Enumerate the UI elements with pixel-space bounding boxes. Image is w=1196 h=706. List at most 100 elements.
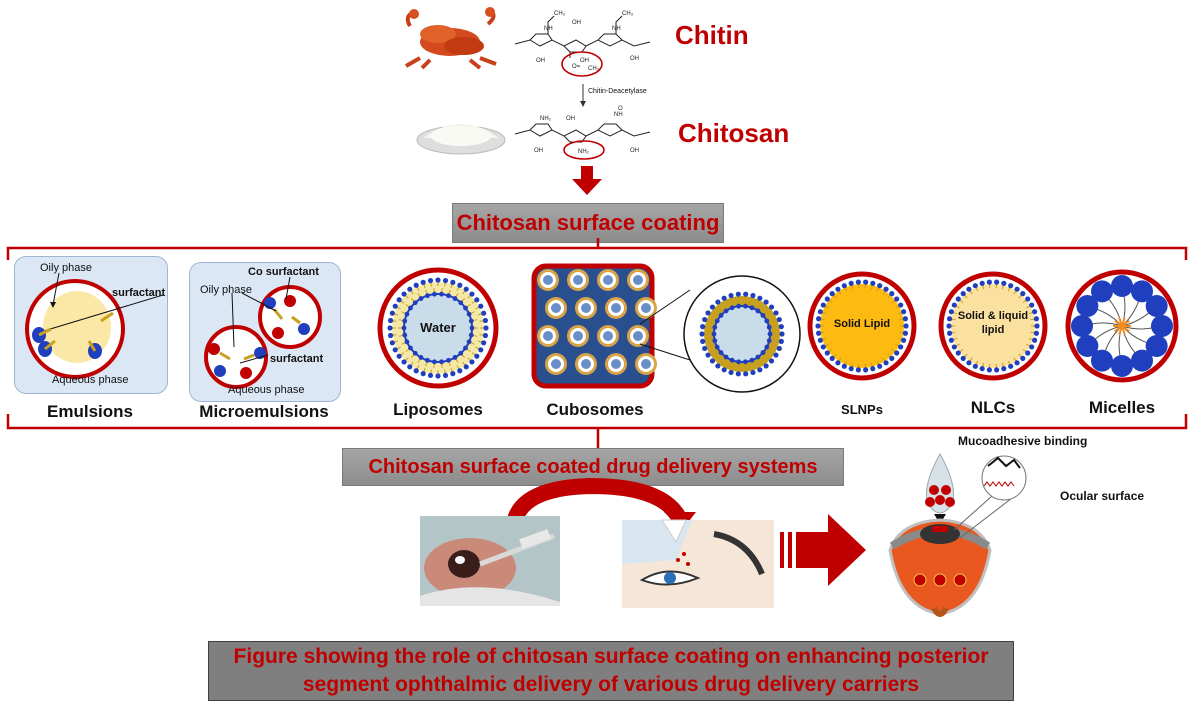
lipid-head [829,355,835,361]
lipid-head [820,344,826,350]
lipid-head [901,337,907,343]
lipid-head [816,330,822,336]
svg-text:OH: OH [536,58,545,64]
lipid-head [764,318,770,324]
lipid-head [439,291,444,297]
lipid-head [757,295,763,301]
lipid-head [1001,280,1007,286]
micelle-head [1131,349,1153,372]
big-right-arrow [780,514,866,586]
svg-text:CH₃: CH₃ [622,11,634,17]
micelle-diagram [1064,268,1180,384]
lipid-head [1008,363,1014,369]
lipid-head [700,338,706,344]
micelle-head [1076,335,1099,357]
micelle-head [1076,295,1099,317]
svg-text:OH: OH [580,58,589,64]
lipid-head [760,313,766,318]
lipid-head [442,372,449,379]
lipid-head [446,357,451,363]
lipid-head [889,291,895,297]
lipid-head [947,316,953,322]
lipid-head [728,292,734,299]
nlc-core-label-2: lipid [981,324,1005,336]
svg-text:OH: OH [572,20,581,26]
lipid-head [468,318,474,324]
lipid-head [1029,302,1035,308]
lipid-head [435,277,441,283]
lipid-head [863,279,869,285]
lipid-head [817,337,823,343]
svg-text:NH₂: NH₂ [540,116,552,122]
lipid-head [902,330,908,336]
lipid-head [469,359,475,365]
lipid-head [1025,350,1031,356]
micelle-head [1145,295,1168,317]
lipid-head [951,344,957,350]
lipid-head [482,317,489,324]
micelle-head [1151,315,1173,337]
lipid-head [966,360,972,366]
slnp-diagram [806,270,918,382]
lipid-head [420,371,426,377]
lipid-head [432,359,437,365]
lipid-head [960,291,966,297]
lipid-head [700,324,706,330]
lipid-head [723,354,729,360]
lipid-head [835,286,841,292]
lipid-head [418,296,424,301]
lipid-head [466,311,472,317]
cubosomes-label: Cubosomes [546,400,644,419]
lipid-head [894,350,900,356]
lipid-head [883,360,889,366]
lipid-head [972,283,978,289]
lipid-head [742,303,748,309]
micelle-head [1091,349,1113,372]
lipid-head [435,373,441,379]
svg-text:CH₃: CH₃ [554,11,566,17]
cubosome-zoom [682,274,802,394]
coating-banner: Chitosan surface coating [452,203,724,243]
microemulsions-oily-phase: Oily phase [200,284,252,296]
lipid-head [389,340,395,346]
lipid-head [478,347,484,353]
lipid-head [474,353,480,359]
lipid-head [478,303,484,309]
svg-text:OH: OH [566,116,575,122]
top-bracket [0,238,1196,448]
lipid-head [820,302,826,308]
lipid-head [1008,283,1014,289]
lipid-head [994,279,1000,285]
lipid-head [407,286,413,292]
liposome-core-label: Water [420,320,456,335]
lipid-head [870,366,876,372]
lipid-head [877,363,883,369]
lipid-head [750,369,756,376]
lipid-head [387,325,393,331]
lipid-head [1034,323,1040,329]
micelle-head [1111,355,1133,377]
enzyme-label: Chitin-Deacetylase [588,88,647,95]
ocular-mucoadhesion-diagram [880,438,1120,626]
caption-line-1: Figure showing the role of chitosan surf… [233,645,989,668]
lipid-head [705,352,711,358]
lipid-head [457,282,463,288]
lipid-head [848,280,854,286]
svg-text:CH₃: CH₃ [588,66,600,72]
emulsions-oily-phase: Oily phase [40,262,92,274]
micelle-head [1111,275,1133,297]
lipid-head [948,309,954,315]
lipid-head [889,355,895,361]
lipid-head [402,332,408,338]
lipid-head [427,277,434,284]
micelles-label: Micelles [1088,398,1156,417]
slnps-label: SLNPs [841,402,883,417]
lipid-head [468,332,474,338]
deacetylase-arrow [580,84,586,108]
lipid-head [482,332,489,339]
microemulsions-co-surfactant: Co surfactant [248,266,319,278]
microemulsions-surfactant: surfactant [270,353,324,365]
lipid-head [986,367,992,373]
lipid-head [425,293,430,299]
